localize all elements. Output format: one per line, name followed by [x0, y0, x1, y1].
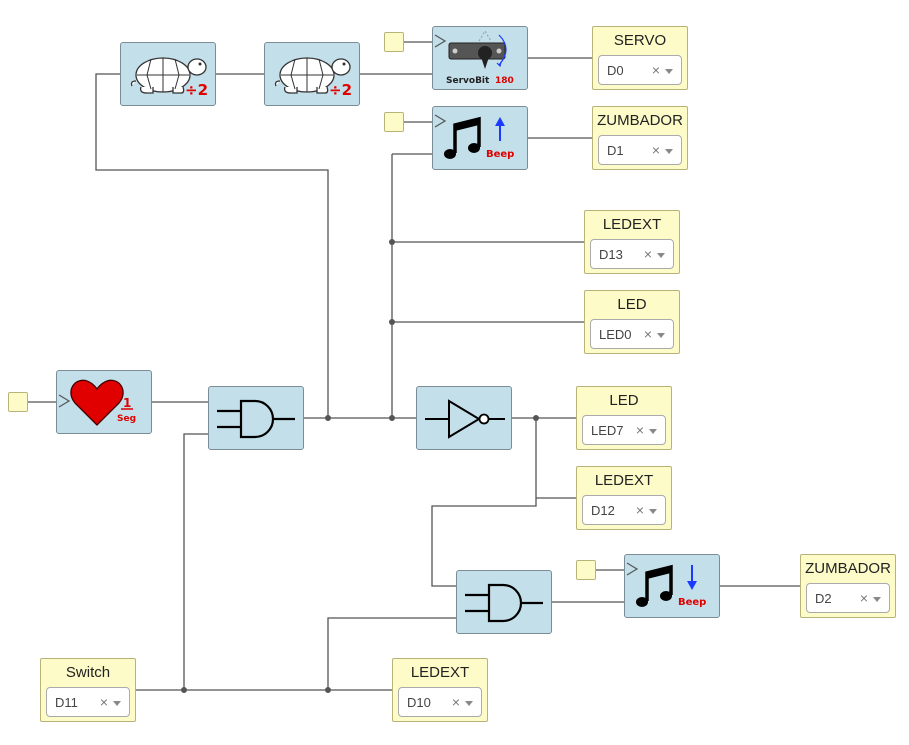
ledext-d12-output-title: LEDEXT: [594, 472, 654, 489]
clear-icon[interactable]: ×: [651, 142, 660, 158]
ledext-d10-pin-select[interactable]: D10 ×: [398, 687, 482, 717]
turtle2-label: ÷2: [329, 81, 352, 99]
clear-icon[interactable]: ×: [99, 694, 108, 710]
zumbador2-output: ZUMBADOR D2 ×: [800, 554, 896, 618]
led7-output-title: LED: [609, 392, 639, 409]
servo-icon: [434, 30, 507, 69]
clear-icon[interactable]: ×: [635, 502, 644, 518]
led0-output: LED LED0 ×: [584, 290, 680, 354]
chevron-down-icon[interactable]: [873, 597, 881, 602]
select-value: D11: [55, 695, 78, 710]
ledext-d13-output: LEDEXT D13 ×: [584, 210, 680, 274]
ledext-d12-pin-select[interactable]: D12 ×: [582, 495, 666, 525]
clear-icon[interactable]: ×: [651, 62, 660, 78]
chevron-down-icon[interactable]: [657, 333, 665, 338]
turtle-divider-block-1[interactable]: ÷2: [120, 42, 216, 106]
select-value: D2: [815, 591, 832, 606]
chevron-down-icon[interactable]: [649, 429, 657, 434]
turtle-icon: [130, 57, 207, 94]
beep-up-label: Beep: [486, 149, 514, 160]
ledext-d13-output-title: LEDEXT: [602, 216, 662, 233]
clear-icon[interactable]: ×: [451, 694, 460, 710]
switch-pin-select[interactable]: D11 ×: [46, 687, 130, 717]
ledext-d13-pin-select[interactable]: D13 ×: [590, 239, 674, 269]
heart-icon: [58, 379, 133, 426]
zumbador2-output-title: ZUMBADOR: [805, 560, 891, 577]
ledext-d10-output-title: LEDEXT: [410, 664, 470, 681]
servo-pin-select[interactable]: D0 ×: [598, 55, 682, 85]
chevron-down-icon[interactable]: [113, 701, 121, 706]
select-value: LED7: [591, 423, 624, 438]
heartbeat-block[interactable]: 1 Seg: [56, 370, 152, 434]
zumbador1-output: ZUMBADOR D1 ×: [592, 106, 688, 170]
clear-icon[interactable]: ×: [643, 246, 652, 262]
beep-down-block[interactable]: Beep: [624, 554, 720, 618]
beep-up-block[interactable]: Beep: [432, 106, 528, 170]
servo-block-name: ServoBit: [446, 76, 490, 86]
led0-pin-select[interactable]: LED0 ×: [590, 319, 674, 349]
led7-pin-select[interactable]: LED7 ×: [582, 415, 666, 445]
select-value: D1: [607, 143, 624, 158]
music-note-up-icon: [434, 114, 505, 159]
servo-block-angle: 180: [495, 76, 514, 86]
select-value: LED0: [599, 327, 632, 342]
chevron-down-icon[interactable]: [657, 253, 665, 258]
turtle-icon: [274, 57, 351, 94]
chevron-down-icon[interactable]: [665, 69, 673, 74]
and-gate-block-top[interactable]: [208, 386, 304, 450]
select-value: D10: [407, 695, 431, 710]
beep-down-label: Beep: [678, 597, 706, 608]
led7-output: LED LED7 ×: [576, 386, 672, 450]
and-gate-block-bottom[interactable]: [456, 570, 552, 634]
zumbador1-pin-select[interactable]: D1 ×: [598, 135, 682, 165]
select-value: D0: [607, 63, 624, 78]
clear-icon[interactable]: ×: [643, 326, 652, 342]
heartbeat-value: 1: [123, 396, 131, 410]
not-gate-icon: [425, 399, 505, 439]
ledext-d10-output: LEDEXT D10 ×: [392, 658, 488, 722]
chevron-down-icon[interactable]: [665, 149, 673, 154]
zumbador2-pin-select[interactable]: D2 ×: [806, 583, 890, 613]
turtle1-label: ÷2: [185, 81, 208, 99]
servo-output-title: SERVO: [613, 32, 667, 49]
heartbeat-config-box[interactable]: [8, 392, 28, 412]
not-gate-block[interactable]: [416, 386, 512, 450]
zumbador1-output-title: ZUMBADOR: [597, 112, 683, 129]
turtle-divider-block-2[interactable]: ÷2: [264, 42, 360, 106]
music-note-down-icon: [626, 562, 697, 607]
and-gate-icon: [465, 583, 543, 623]
beep-down-config-box[interactable]: [576, 560, 596, 580]
chevron-down-icon[interactable]: [465, 701, 473, 706]
servo-block[interactable]: ServoBit 180: [432, 26, 528, 90]
and-gate-icon: [217, 399, 295, 439]
beep-up-config-box[interactable]: [384, 112, 404, 132]
chevron-down-icon[interactable]: [649, 509, 657, 514]
servo-output: SERVO D0 ×: [592, 26, 688, 90]
servo-config-box[interactable]: [384, 32, 404, 52]
clear-icon[interactable]: ×: [635, 422, 644, 438]
select-value: D12: [591, 503, 615, 518]
select-value: D13: [599, 247, 623, 262]
ledext-d12-output: LEDEXT D12 ×: [576, 466, 672, 530]
led0-output-title: LED: [617, 296, 647, 313]
clear-icon[interactable]: ×: [859, 590, 868, 606]
switch-input-title: Switch: [65, 664, 111, 681]
switch-input: Switch D11 ×: [40, 658, 136, 722]
heartbeat-unit: Seg: [117, 414, 136, 424]
